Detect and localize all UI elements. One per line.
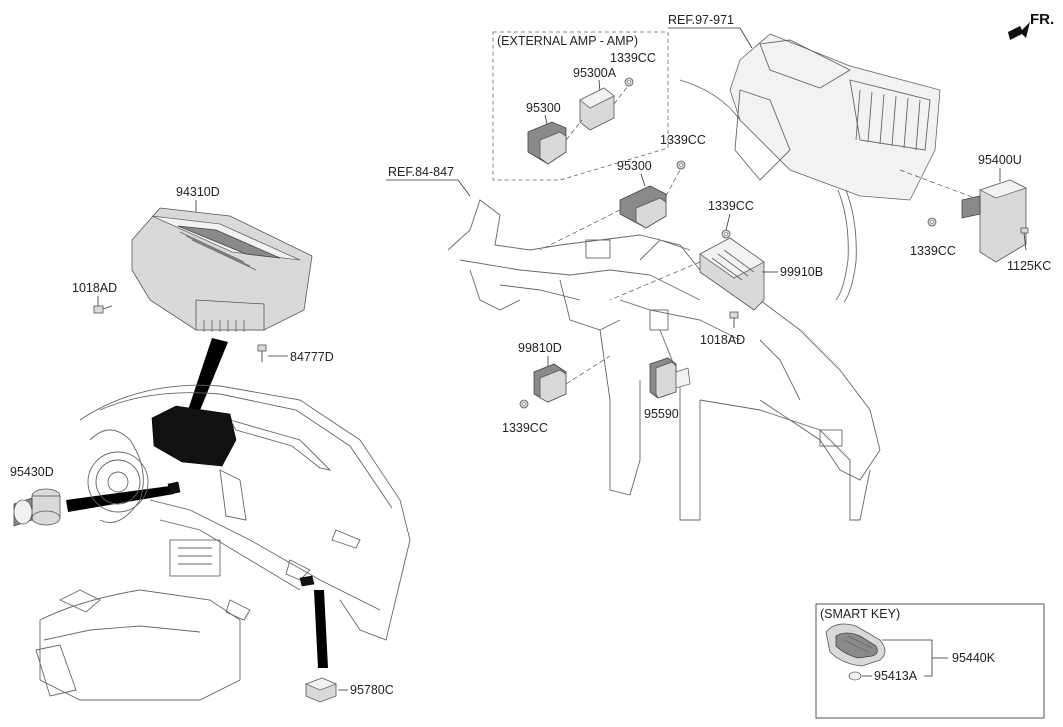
part-1339cc-b-label: 1339CC: [660, 133, 706, 147]
part-95780c-label: 95780C: [350, 683, 394, 697]
switch-95430d: [13, 488, 61, 527]
callout-wedge-95780c: [314, 590, 328, 668]
part-1018ad-a-label: 1018AD: [72, 281, 117, 295]
module-99810d: [533, 355, 611, 403]
part-1018ad-b-label: 1018AD: [700, 333, 745, 347]
part-95413a-label: 95413A: [874, 669, 918, 683]
ref-84-847-label: REF.84-847: [388, 165, 454, 179]
bolt-84777d: [257, 344, 288, 362]
module-95590: [649, 357, 691, 399]
bracket-95300-a: [527, 119, 583, 165]
part-1339cc-a-label: 1339CC: [610, 51, 656, 65]
part-99910b-label: 99910B: [780, 265, 823, 279]
module-99910b: [609, 237, 765, 311]
part-95300a-label: 95300A: [573, 66, 617, 80]
part-99810d-label: 99810D: [518, 341, 562, 355]
part-95590-label: 95590: [644, 407, 679, 421]
module-95780c: [304, 677, 338, 703]
part-1339cc-d-label: 1339CC: [910, 244, 956, 258]
battery-95413a: [848, 671, 862, 681]
smart-key-fob: [825, 623, 886, 667]
bolt-1018ad-b: [729, 311, 739, 328]
part-1339cc-c-label: 1339CC: [708, 199, 754, 213]
bracket-95300a: [579, 85, 629, 131]
ref-97-971-leader: [668, 27, 753, 49]
smart-key-title: (SMART KEY): [820, 607, 900, 621]
part-95300-b-label: 95300: [617, 159, 652, 173]
callout-wedge-switch: [66, 486, 174, 512]
bolt-1125kc: [1020, 227, 1029, 251]
part-95400u-label: 95400U: [978, 153, 1022, 167]
part-1339cc-e-label: 1339CC: [502, 421, 548, 435]
bolt-1018ad-a: [93, 296, 113, 314]
smart-key-box: [815, 603, 1045, 719]
nut-1339cc-e: [519, 399, 529, 409]
hvac-module: [679, 33, 981, 303]
part-1125kc-label: 1125KC: [1007, 259, 1051, 273]
part-84777d-label: 84777D: [290, 350, 334, 364]
cowl-crossmember: [447, 199, 881, 521]
front-direction-arrow-icon: [1008, 22, 1030, 40]
nut-1339cc-c: [721, 229, 731, 239]
part-95430d-label: 95430D: [10, 465, 54, 479]
external-amp-title: (EXTERNAL AMP - AMP): [497, 34, 638, 48]
bracket-95300-b: [539, 169, 681, 251]
nut-1339cc-a: [624, 77, 634, 87]
nut-1339cc-d: [927, 217, 937, 227]
module-95400u: [961, 179, 1028, 263]
ref-97-971-label: REF.97-971: [668, 13, 734, 27]
part-95300-a-label: 95300: [526, 101, 561, 115]
fr-label: FR.: [1030, 11, 1054, 28]
part-95440k-label: 95440K: [952, 651, 996, 665]
nut-1339cc-b: [676, 160, 686, 170]
dashboard-interior: [35, 384, 411, 701]
part-94310d-label: 94310D: [176, 185, 220, 199]
amplifier-94310d: [131, 207, 313, 332]
callout-wedge-amp: [186, 338, 228, 420]
